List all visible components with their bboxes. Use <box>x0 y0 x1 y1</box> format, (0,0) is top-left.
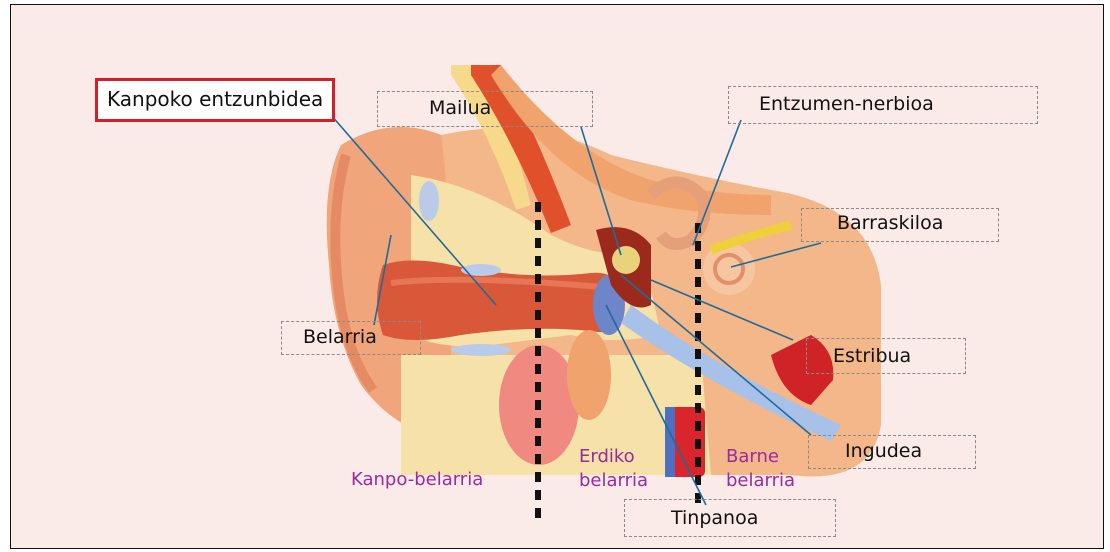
erdiko-zone-label-line2: belarria <box>579 469 648 493</box>
vein-shape <box>665 407 675 477</box>
barraskiloa-label: Barraskiloa <box>837 212 943 234</box>
kanpo-belarria-zone-label: Kanpo-belarria <box>351 468 483 492</box>
answer-label: Kanpoko entzunbidea <box>107 87 323 111</box>
entzumen-nerbioa-label: Entzumen-nerbioa <box>759 93 934 115</box>
diagram-frame: Mailua Entzumen-nerbioa Barraskiloa Bela… <box>10 4 1104 549</box>
ossicles-shape <box>612 246 640 274</box>
tinpanoa-label: Tinpanoa <box>671 507 758 529</box>
ingudea-label: Ingudea <box>845 440 922 462</box>
barne-zone-label-line1: Barne <box>726 445 779 469</box>
lower-orange-shape <box>567 330 611 420</box>
blue-patch-c <box>451 344 511 356</box>
estribua-label: Estribua <box>833 345 911 367</box>
blue-patch-b <box>461 264 501 276</box>
blue-patch-a <box>419 181 439 221</box>
erdiko-zone-label-line1: Erdiko <box>579 445 635 469</box>
mailua-label: Mailua <box>429 97 491 119</box>
barne-zone-label-line2: belarria <box>726 469 795 493</box>
cochlea-shape <box>703 243 755 295</box>
belarria-label: Belarria <box>303 326 377 348</box>
